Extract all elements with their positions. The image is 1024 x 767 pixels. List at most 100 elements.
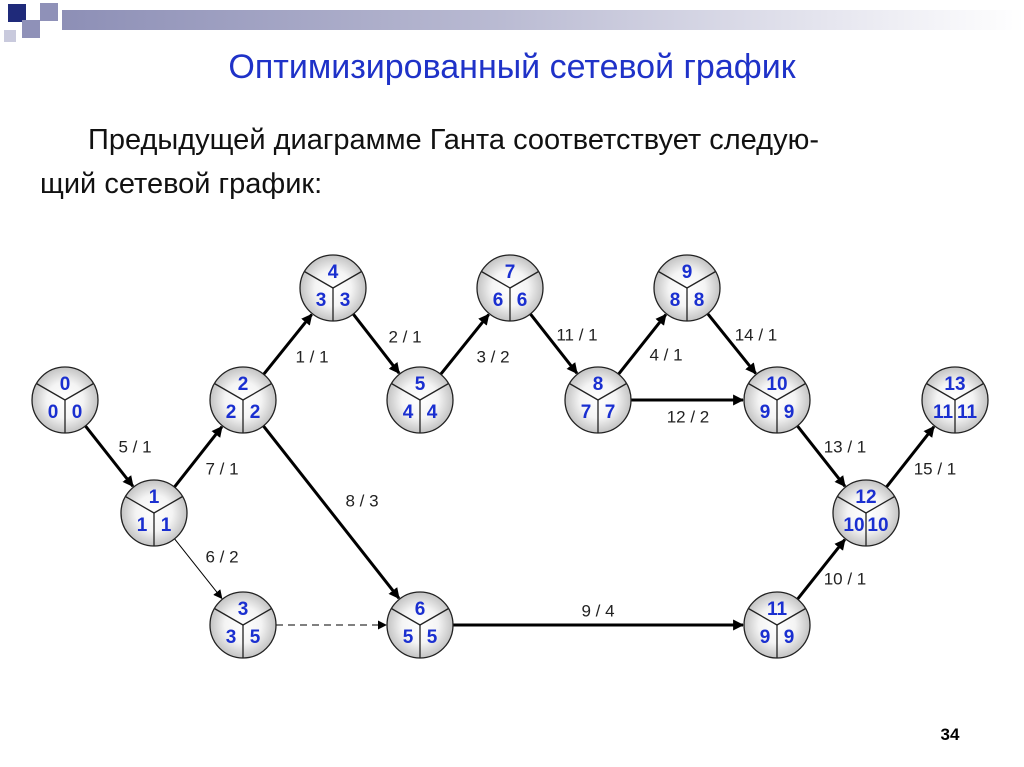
decor-square bbox=[8, 4, 26, 22]
event-node-divider bbox=[391, 382, 421, 401]
event-node-early-time: 1 bbox=[137, 515, 148, 536]
event-node-divider bbox=[419, 607, 449, 626]
event-node-number: 7 bbox=[505, 262, 516, 283]
edge-0-1 bbox=[84, 424, 135, 488]
event-node-divider bbox=[36, 382, 66, 401]
event-node-divider bbox=[332, 270, 362, 289]
event-node-late-time: 3 bbox=[340, 290, 351, 311]
edge-label-5-7: 3 / 2 bbox=[476, 347, 509, 366]
event-node-early-time: 10 bbox=[843, 515, 864, 536]
event-node-number: 0 bbox=[60, 374, 71, 395]
event-node-early-time: 3 bbox=[226, 627, 237, 648]
event-node-divider bbox=[391, 607, 421, 626]
event-node-early-time: 4 bbox=[403, 402, 414, 423]
event-node-late-time: 7 bbox=[605, 402, 616, 423]
edge-label-4-5: 2 / 1 bbox=[388, 327, 421, 346]
edge-label-7-8: 11 / 1 bbox=[556, 325, 597, 344]
event-node-divider bbox=[125, 495, 155, 514]
event-node-late-time: 9 bbox=[784, 627, 795, 648]
event-node-number: 1 bbox=[149, 487, 160, 508]
event-node-divider bbox=[153, 495, 183, 514]
edge-label-12-13: 15 / 1 bbox=[914, 459, 957, 478]
event-node-number: 10 bbox=[766, 374, 787, 395]
event-node-late-time: 10 bbox=[867, 515, 888, 536]
page-number: 34 bbox=[940, 725, 960, 744]
event-node-early-time: 0 bbox=[48, 402, 59, 423]
event-node-divider bbox=[242, 607, 272, 626]
event-node-divider bbox=[64, 382, 94, 401]
edge-9-10 bbox=[706, 312, 757, 375]
event-node-number: 6 bbox=[415, 599, 426, 620]
event-node-divider bbox=[748, 607, 778, 626]
edge-label-1-3: 6 / 2 bbox=[205, 547, 238, 566]
event-node-divider bbox=[304, 270, 334, 289]
event-node-late-time: 1 bbox=[161, 515, 172, 536]
event-node-early-time: 6 bbox=[493, 290, 504, 311]
slide-text-line-2: щий сетевой график: bbox=[40, 168, 323, 200]
event-node-divider bbox=[865, 495, 895, 514]
event-node-divider bbox=[686, 270, 716, 289]
edge-label-6-11: 9 / 4 bbox=[581, 601, 614, 620]
event-node-divider bbox=[926, 382, 956, 401]
decor-square bbox=[4, 30, 16, 42]
edge-label-10-12: 13 / 1 bbox=[824, 437, 867, 456]
event-node-late-time: 2 bbox=[250, 402, 261, 423]
event-node-divider bbox=[776, 382, 806, 401]
event-node-divider bbox=[242, 382, 272, 401]
event-node-divider bbox=[837, 495, 867, 514]
event-node-late-time: 9 bbox=[784, 402, 795, 423]
slide-text-line-1: Предыдущей диаграмме Ганта соответствует… bbox=[88, 124, 819, 156]
event-node-divider bbox=[419, 382, 449, 401]
event-node-early-time: 2 bbox=[226, 402, 237, 423]
event-node-early-time: 11 bbox=[933, 402, 954, 423]
edge-label-2-4: 1 / 1 bbox=[295, 347, 328, 366]
slide-title: Оптимизированный сетевой график bbox=[228, 48, 796, 86]
event-node-number: 12 bbox=[855, 487, 876, 508]
event-node-early-time: 9 bbox=[760, 627, 771, 648]
edge-7-8 bbox=[529, 313, 579, 375]
event-node-divider bbox=[481, 270, 511, 289]
decor-band bbox=[62, 10, 1024, 30]
edge-label-9-10: 14 / 1 bbox=[735, 325, 778, 344]
decor-square bbox=[40, 3, 58, 21]
event-node-divider bbox=[509, 270, 539, 289]
decor-square bbox=[22, 20, 40, 38]
edges-layer: 5 / 17 / 16 / 21 / 18 / 32 / 13 / 211 / … bbox=[84, 312, 957, 631]
event-node-number: 5 bbox=[415, 374, 426, 395]
event-node-divider bbox=[214, 607, 244, 626]
edge-4-5 bbox=[352, 313, 401, 375]
event-node-divider bbox=[658, 270, 688, 289]
edge-1-2 bbox=[173, 425, 224, 489]
event-node-divider bbox=[214, 382, 244, 401]
edge-12-13 bbox=[885, 425, 936, 489]
event-node-late-time: 6 bbox=[517, 290, 528, 311]
event-node-divider bbox=[748, 382, 778, 401]
event-node-number: 8 bbox=[593, 374, 604, 395]
event-node-early-time: 5 bbox=[403, 627, 414, 648]
event-node-late-time: 5 bbox=[427, 627, 438, 648]
event-node-number: 13 bbox=[944, 374, 965, 395]
event-node-divider bbox=[954, 382, 984, 401]
event-node-number: 4 bbox=[328, 262, 339, 283]
event-node-early-time: 3 bbox=[316, 290, 327, 311]
event-node-early-time: 7 bbox=[581, 402, 592, 423]
edge-label-11-12: 10 / 1 bbox=[824, 569, 867, 588]
event-node-number: 9 bbox=[682, 262, 693, 283]
event-node-number: 3 bbox=[238, 599, 249, 620]
event-node-number: 11 bbox=[767, 599, 788, 620]
event-node-late-time: 11 bbox=[957, 402, 978, 423]
edge-5-7 bbox=[439, 313, 490, 376]
edge-label-0-1: 5 / 1 bbox=[118, 437, 151, 456]
